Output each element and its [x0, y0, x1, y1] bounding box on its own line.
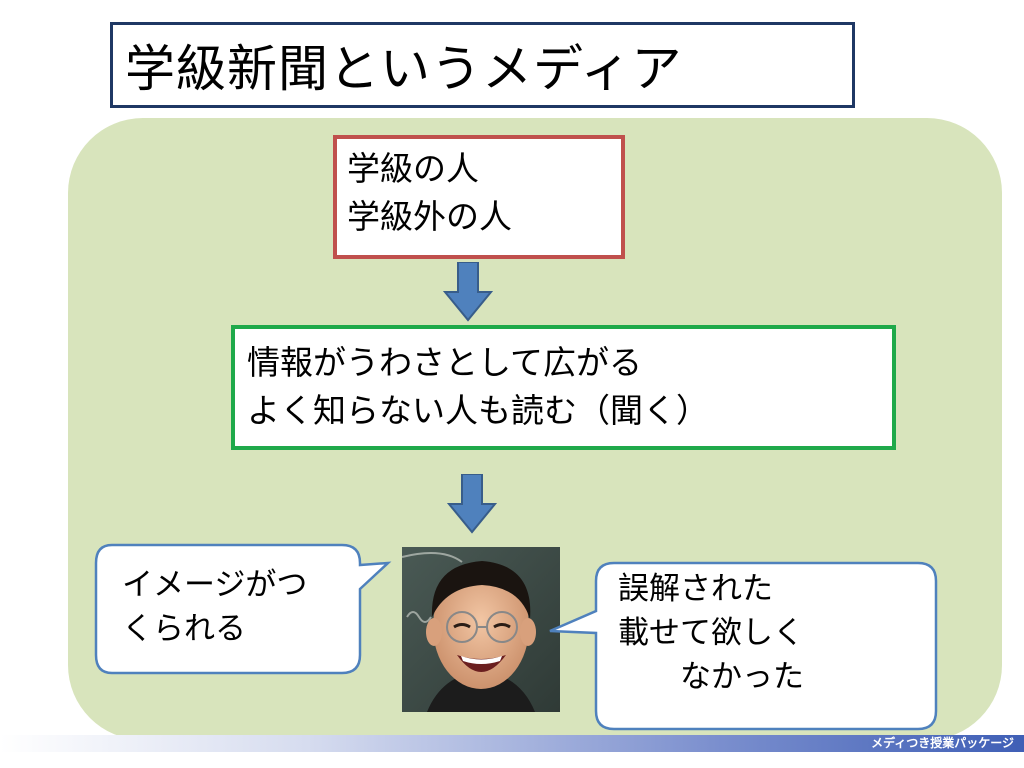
audience-box: 学級の人 学級外の人: [333, 135, 625, 259]
audience-line-2: 学級外の人: [347, 197, 512, 236]
spread-line-1: 情報がうわさとして広がる: [247, 343, 643, 382]
spread-box: 情報がうわさとして広がる よく知らない人も読む（聞く）: [231, 325, 896, 450]
right-speech-bubble: [549, 561, 938, 731]
down-arrow-icon: [447, 474, 497, 534]
right-bubble-line-3: なかった: [618, 659, 804, 695]
spread-line-2: よく知らない人も読む（聞く）: [247, 391, 709, 430]
slide-title-text: 学級新聞というメディア: [125, 40, 683, 98]
teacher-photo: [402, 547, 560, 712]
left-bubble-line-2: くられる: [122, 611, 246, 647]
left-bubble-line-1: イメージがつ: [122, 567, 308, 603]
right-bubble-text: 誤解された 載せて欲しく なかった: [618, 567, 804, 699]
right-bubble-line-1: 誤解された: [618, 571, 773, 607]
right-bubble-line-2: 載せて欲しく: [618, 615, 804, 651]
left-bubble-text: イメージがつ くられる: [122, 563, 307, 651]
left-speech-bubble: [94, 543, 392, 675]
footer-label: メディつき授業パッケージ: [871, 736, 1014, 750]
audience-line-1: 学級の人: [347, 149, 479, 188]
footer-bar: [0, 735, 1024, 752]
down-arrow-icon: [443, 262, 493, 322]
slide-title: 学級新聞というメディア: [110, 22, 855, 108]
